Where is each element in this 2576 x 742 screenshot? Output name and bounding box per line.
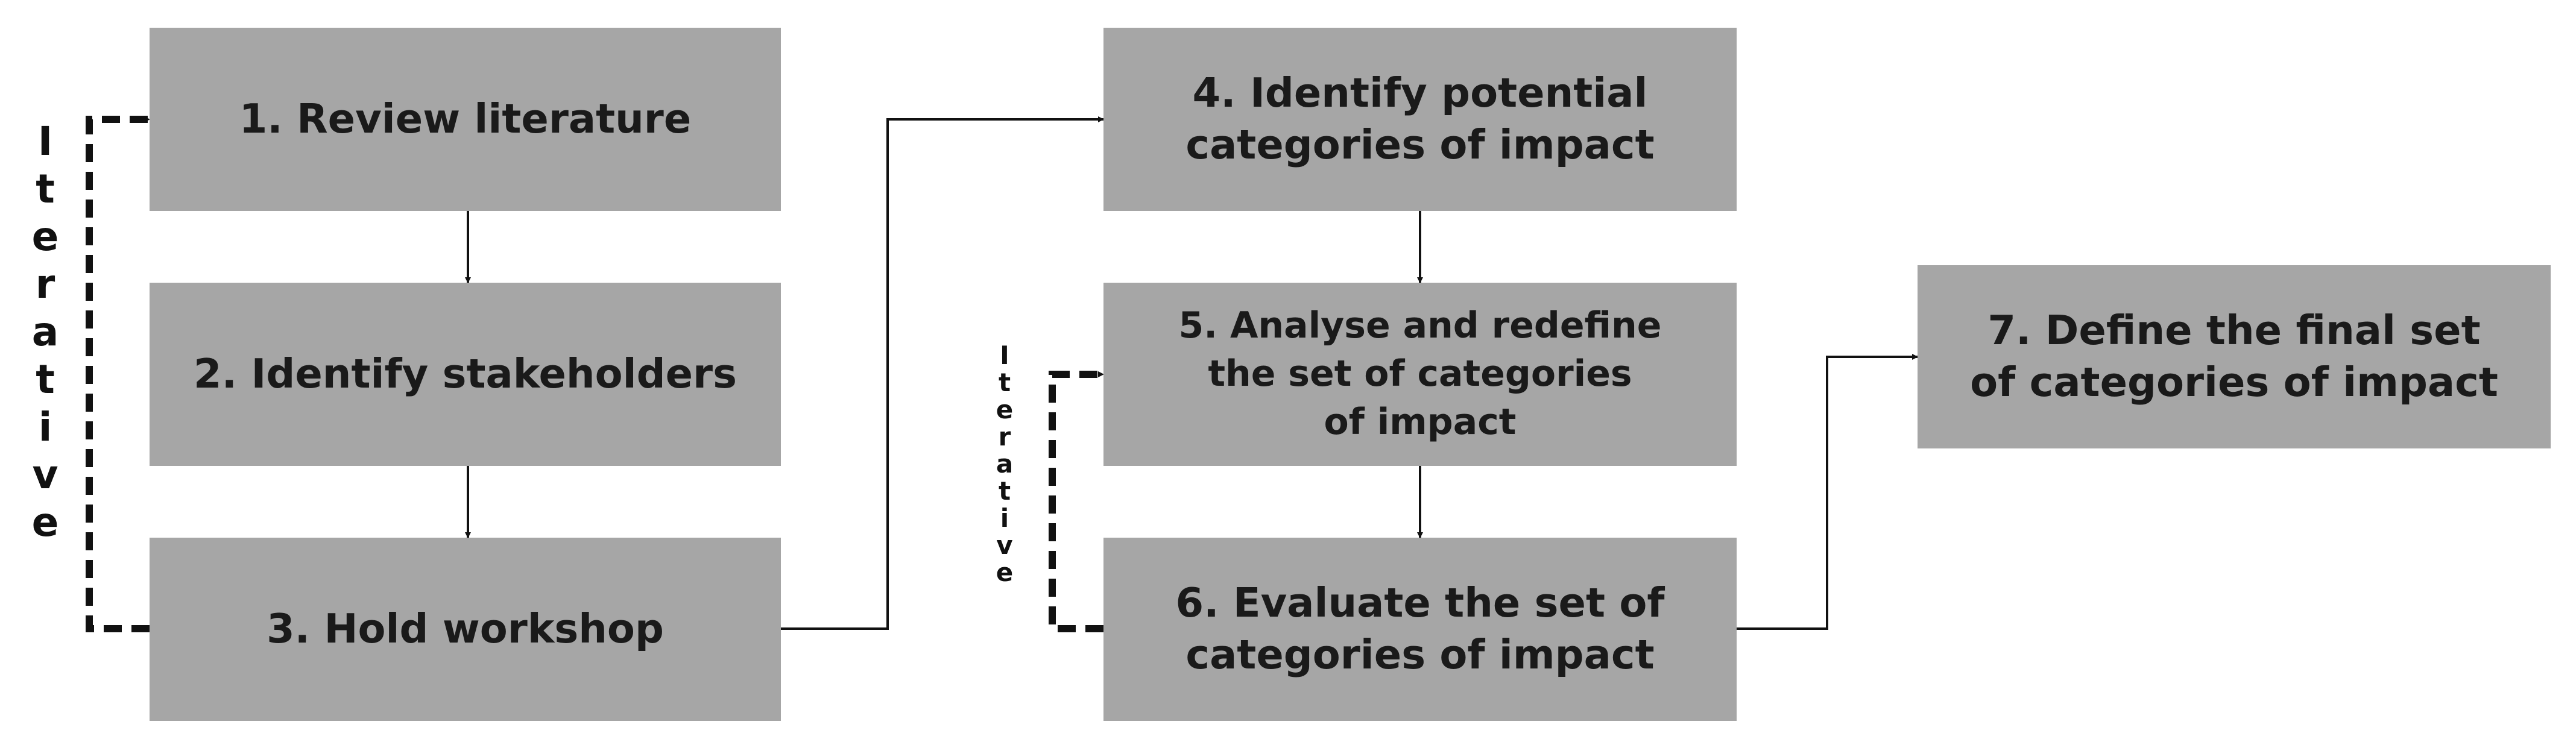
step-analyse-redefine: 5. Analyse and redefine the set of categ…: [1103, 283, 1737, 466]
step-hold-workshop: 3. Hold workshop: [150, 538, 781, 721]
iterative-letter: e: [31, 499, 59, 545]
iterative-letter: e: [996, 395, 1014, 424]
step-define-final-set: 7. Define the final set of categories of…: [1918, 265, 2551, 448]
iterative-letter: a: [31, 309, 59, 355]
iterative-letter: v: [996, 530, 1013, 560]
iterative-letter: a: [996, 449, 1014, 479]
step-label-7: 7. Define the final set of categories of…: [1970, 307, 2498, 406]
iterative-letter: t: [36, 166, 55, 212]
step-identify-stakeholders: 2. Identify stakeholders: [150, 283, 781, 466]
step-label-1: 1. Review literature: [239, 95, 692, 143]
iterative-letter: i: [38, 404, 52, 450]
step-label-3: 3. Hold workshop: [267, 605, 664, 653]
arrow-3-to-4: [781, 116, 1104, 630]
iterative-loop-right: [1049, 371, 1104, 632]
step-review-literature: 1. Review literature: [150, 28, 781, 211]
iterative-letter: v: [32, 451, 58, 498]
iterative-letter: r: [35, 261, 55, 307]
iterative-loop-left: [86, 116, 150, 632]
step-identify-potential-categories: 4. Identify potential categories of impa…: [1103, 28, 1737, 211]
iterative-letter: I: [37, 118, 53, 165]
iterative-letter: t: [998, 476, 1011, 506]
step-label-5: 5. Analyse and redefine the set of categ…: [1178, 304, 1662, 443]
step-label-6: 6. Evaluate the set of categories of imp…: [1175, 579, 1665, 678]
iterative-letter: e: [31, 213, 59, 260]
iterative-letter: r: [998, 422, 1011, 451]
iterative-letter: i: [1000, 503, 1009, 533]
iterative-letter: t: [998, 368, 1011, 397]
step-label-4: 4. Identify potential categories of impa…: [1185, 69, 1655, 168]
arrow-6-to-7: [1737, 354, 1918, 630]
iterative-letter: t: [36, 356, 55, 403]
step-label-2: 2. Identify stakeholders: [194, 350, 737, 398]
iterative-letter: e: [996, 558, 1014, 587]
iterative-letter: I: [1000, 341, 1009, 370]
step-evaluate-set: 6. Evaluate the set of categories of imp…: [1103, 538, 1737, 721]
